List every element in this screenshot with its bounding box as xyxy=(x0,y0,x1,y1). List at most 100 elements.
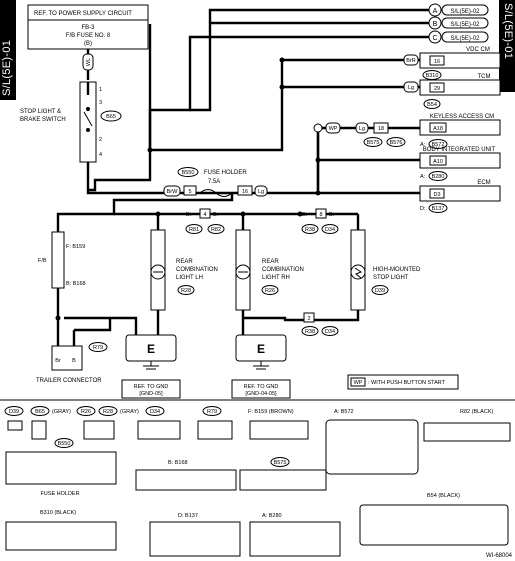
svg-text:D39: D39 xyxy=(375,288,385,294)
svg-text:B54: B54 xyxy=(427,102,437,108)
svg-text:B310 (BLACK): B310 (BLACK) xyxy=(40,510,76,516)
svg-text:B576: B576 xyxy=(390,140,403,146)
svg-text:E: E xyxy=(257,342,265,356)
lamp-high-mount: HIGH-MOUNTED STOP LIGHT D39 xyxy=(350,229,421,311)
svg-text:2: 2 xyxy=(99,137,102,143)
vdc-module: VDC CM 16 BrR B310 xyxy=(403,47,501,80)
svg-text:(GRAY): (GRAY) xyxy=(120,409,139,415)
svg-text:[GND-05]: [GND-05] xyxy=(139,391,163,397)
svg-text:S/L(5E)-02: S/L(5E)-02 xyxy=(450,22,480,28)
svg-text:D34: D34 xyxy=(325,329,335,335)
svg-text:STOP LIGHT: STOP LIGHT xyxy=(373,275,409,281)
svg-text:R82: R82 xyxy=(211,227,221,233)
svg-text:B: B168: B: B168 xyxy=(168,460,188,466)
figure-id: WI-68004 xyxy=(486,553,513,559)
switch-label-1: STOP LIGHT & xyxy=(20,109,61,115)
svg-text:TCM: TCM xyxy=(478,74,491,80)
svg-text:A:: A: xyxy=(420,142,426,148)
svg-text:D39: D39 xyxy=(9,409,19,415)
svg-text:B572: B572 xyxy=(432,142,445,148)
svg-text:Lg: Lg xyxy=(359,126,365,132)
svg-text:A10: A10 xyxy=(433,159,443,165)
svg-text:16: 16 xyxy=(242,189,248,195)
svg-text:Br: Br xyxy=(55,358,61,364)
svg-text:Lg: Lg xyxy=(258,189,264,195)
svg-text:5: 5 xyxy=(188,189,191,195)
keyless-module: KEYLESS ACCESS CM A18 A: B572 xyxy=(419,114,501,149)
trailer-connector: Br B R79 TRAILER CONNECTOR xyxy=(36,318,112,384)
svg-text:Br: Br xyxy=(329,212,335,218)
svg-text:D34: D34 xyxy=(325,227,335,233)
svg-text:B280: B280 xyxy=(432,174,445,180)
svg-text:R79: R79 xyxy=(207,409,217,415)
svg-text:F: B159: F: B159 xyxy=(66,244,85,250)
svg-text:B54 (BLACK): B54 (BLACK) xyxy=(427,493,460,499)
svg-text:R26: R26 xyxy=(81,409,91,415)
svg-text:FUSE HOLDER: FUSE HOLDER xyxy=(204,170,247,176)
svg-text:B575: B575 xyxy=(367,140,380,146)
svg-text:R38: R38 xyxy=(305,227,315,233)
svg-text:B310: B310 xyxy=(426,73,439,79)
svg-text:Lg: Lg xyxy=(408,85,414,91)
svg-text:R38: R38 xyxy=(305,329,315,335)
fb-block: F/B F: B159 B: B168 xyxy=(38,231,86,289)
svg-text:[GND-04-05]: [GND-04-05] xyxy=(245,391,277,397)
svg-text:A: B572: A: B572 xyxy=(334,409,354,415)
fuse-holder: 5 16 BrW Lg 7.5A B550 FUSE HOLDER xyxy=(86,167,420,197)
svg-text:R81: R81 xyxy=(189,227,199,233)
svg-text:B: B168: B: B168 xyxy=(66,281,86,287)
svg-text:A:: A: xyxy=(420,174,426,180)
svg-text:F/B: F/B xyxy=(38,258,47,264)
svg-text:S/L(5E)-02: S/L(5E)-02 xyxy=(450,9,480,15)
svg-text:2: 2 xyxy=(307,316,310,322)
power-supply-letter: (B) xyxy=(84,41,92,47)
svg-text:REF. TO GND: REF. TO GND xyxy=(134,384,169,390)
svg-text:HIGH-MOUNTED: HIGH-MOUNTED xyxy=(373,267,421,273)
svg-text:LIGHT RH: LIGHT RH xyxy=(262,275,290,281)
svg-text:REAR: REAR xyxy=(176,259,193,265)
section-tab-right: S/L(5E)-01 xyxy=(499,0,515,92)
svg-text:(GRAY): (GRAY) xyxy=(52,409,71,415)
svg-text:B550: B550 xyxy=(58,441,71,447)
svg-text:18: 18 xyxy=(378,126,384,132)
svg-text:C: C xyxy=(432,35,437,42)
power-supply-fb: FB-3 xyxy=(81,25,95,31)
svg-text:R79: R79 xyxy=(93,345,103,351)
svg-text:WP: WP xyxy=(354,380,363,386)
biu-module: BODY INTEGRATED UNIT A10 A: B280 xyxy=(419,147,501,181)
svg-text:R26: R26 xyxy=(265,288,275,294)
svg-text:B550: B550 xyxy=(182,170,195,176)
switch-connector: B65 xyxy=(106,114,116,120)
svg-text:TRAILER CONNECTOR: TRAILER CONNECTOR xyxy=(36,378,102,384)
svg-text:VDC CM: VDC CM xyxy=(466,47,490,53)
svg-text:E: E xyxy=(147,342,155,356)
power-supply-fuse: F/B FUSE NO. 8 xyxy=(66,33,111,39)
svg-text:LIGHT LH: LIGHT LH xyxy=(176,275,203,281)
keyless-inline: WP 18 Lg B575 B576 xyxy=(313,122,420,147)
svg-text:3: 3 xyxy=(99,100,102,106)
svg-text:B65: B65 xyxy=(35,409,45,415)
lamp-lh: REAR COMBINATION LIGHT LH R28 xyxy=(150,229,218,311)
stop-light-switch: 1 3 2 4 B65 STOP LIGHT & BRAKE SWITCH xyxy=(20,81,122,163)
tcm-module: TCM 29 Lg B54 xyxy=(403,74,501,109)
svg-text:FUSE HOLDER: FUSE HOLDER xyxy=(40,491,79,497)
ground-2: E REF. TO GND [GND-04-05] xyxy=(231,334,291,399)
ground-1: E REF. TO GND [GND-05] xyxy=(121,334,181,399)
svg-text:A: B280: A: B280 xyxy=(262,513,282,519)
svg-text:WL: WL xyxy=(86,58,92,66)
svg-text:REAR: REAR xyxy=(262,259,279,265)
legend: WP : WITH PUSH BUTTON START xyxy=(347,374,459,390)
svg-text:COMBINATION: COMBINATION xyxy=(262,267,304,273)
svg-text:BrR: BrR xyxy=(406,58,416,64)
connector-views: D39 B65 (GRAY) R26 R28 (GRAY) D34 R79 F:… xyxy=(4,406,511,557)
svg-text:Br: Br xyxy=(302,212,308,218)
svg-text:A18: A18 xyxy=(433,126,443,132)
svg-text:WP: WP xyxy=(329,126,338,132)
ref-circles: A S/L(5E)-02 B S/L(5E)-02 C S/L(5E)-02 xyxy=(428,3,489,44)
power-supply-box: REF. TO POWER SUPPLY CIRCUIT FB-3 F/B FU… xyxy=(27,4,149,50)
svg-text:1: 1 xyxy=(99,87,102,93)
svg-text:F: B159 (BROWN): F: B159 (BROWN) xyxy=(248,409,294,415)
svg-text:S/L(5E)-02: S/L(5E)-02 xyxy=(450,36,480,42)
svg-text:KEYLESS ACCESS CM: KEYLESS ACCESS CM xyxy=(430,114,494,120)
svg-text:ECM: ECM xyxy=(477,180,490,186)
